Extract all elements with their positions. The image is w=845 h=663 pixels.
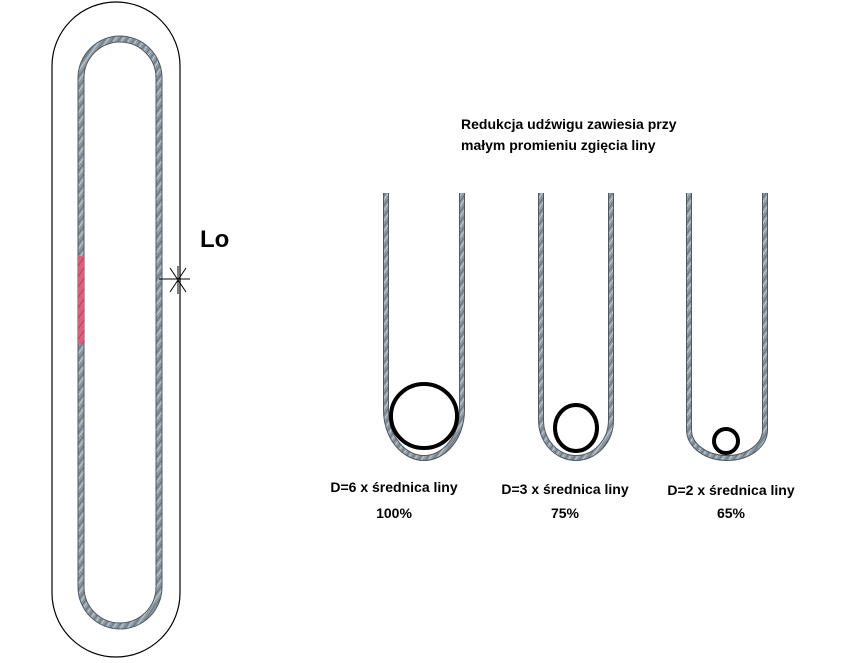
length-label: Lo <box>200 226 230 253</box>
pin-circle-1 <box>389 382 459 450</box>
rope-loop-2 <box>538 193 614 461</box>
case-3-caption: D=2 x średnica liny <box>667 482 795 498</box>
pin-circle-2 <box>553 403 599 453</box>
title-line-1: Redukcja udźwigu zawiesia przy <box>461 116 677 132</box>
case-1-caption: D=6 x średnica liny <box>330 479 458 495</box>
bend-case-1 <box>383 193 465 461</box>
title-line-2: małym promieniu zgięcia liny <box>461 137 656 153</box>
sling-rope <box>77 35 163 630</box>
sling-assembly <box>51 1 190 658</box>
pin-circle-3 <box>712 427 740 455</box>
bend-case-2 <box>538 193 614 461</box>
rope-loop-3 <box>686 193 768 461</box>
case-1-percent: 100% <box>376 505 412 521</box>
bend-case-3 <box>686 193 768 461</box>
case-3-percent: 65% <box>716 505 746 521</box>
sling-outline <box>51 1 181 658</box>
case-2-percent: 75% <box>550 505 580 521</box>
case-2-caption: D=3 x średnica liny <box>501 481 629 497</box>
length-dimension-marker <box>159 266 190 294</box>
rope-loop-1 <box>383 193 465 461</box>
sling-marker <box>78 256 84 344</box>
